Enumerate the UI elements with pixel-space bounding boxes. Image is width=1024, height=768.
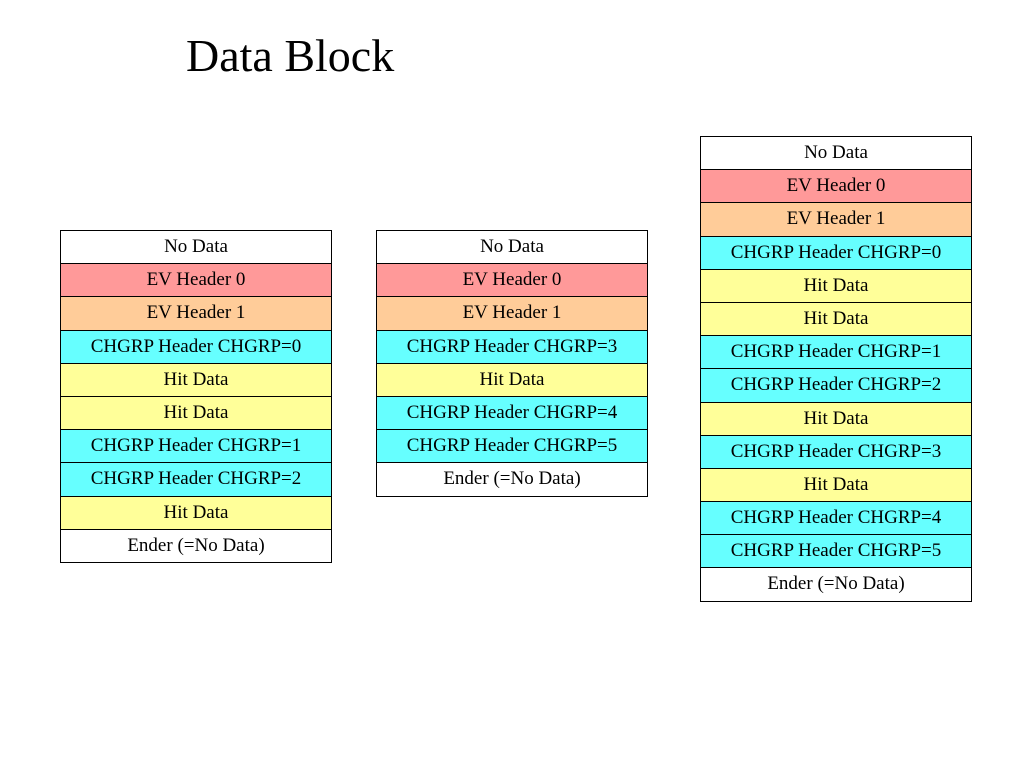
no-data-word: No Data [60, 230, 332, 265]
chgrp-header-word: CHGRP Header CHGRP=0 [60, 329, 332, 364]
chgrp-header-word: CHGRP Header CHGRP=5 [376, 429, 648, 464]
hit-data-word: Hit Data [700, 301, 972, 337]
chgrp-header-word: CHGRP Header CHGRP=1 [60, 429, 332, 464]
slide-title: Data Block [186, 30, 395, 81]
chgrp-header-word: CHGRP Header CHGRP=2 [700, 368, 972, 403]
chgrp-header-word: CHGRP Header CHGRP=4 [700, 501, 972, 536]
ev-header-0-word: EV Header 0 [60, 263, 332, 298]
chgrp-header-word: CHGRP Header CHGRP=4 [376, 395, 648, 431]
hit-data-word: Hit Data [60, 395, 332, 431]
ender-word: Ender (=No Data) [60, 528, 332, 563]
ender-word: Ender (=No Data) [700, 567, 972, 602]
chgrp-header-word: CHGRP Header CHGRP=2 [60, 462, 332, 497]
hit-data-word: Hit Data [60, 362, 332, 397]
hit-data-word: Hit Data [376, 362, 648, 397]
ev-header-1-word: EV Header 1 [700, 202, 972, 237]
chgrp-header-word: CHGRP Header CHGRP=3 [376, 329, 648, 364]
chgrp-header-word: CHGRP Header CHGRP=5 [700, 534, 972, 569]
chgrp-header-word: CHGRP Header CHGRP=0 [700, 235, 972, 270]
ender-word: Ender (=No Data) [376, 462, 648, 497]
hit-data-word: Hit Data [700, 401, 972, 436]
chgrp-header-word: CHGRP Header CHGRP=3 [700, 434, 972, 469]
no-data-word: No Data [700, 136, 972, 171]
ev-header-1-word: EV Header 1 [376, 296, 648, 331]
ev-header-0-word: EV Header 0 [376, 263, 648, 298]
chgrp-header-word: CHGRP Header CHGRP=1 [700, 335, 972, 370]
no-data-word: No Data [376, 230, 648, 265]
hit-data-word: Hit Data [60, 495, 332, 530]
hit-data-word: Hit Data [700, 467, 972, 503]
ev-header-1-word: EV Header 1 [60, 296, 332, 331]
ev-header-0-word: EV Header 0 [700, 169, 972, 204]
hit-data-word: Hit Data [700, 268, 972, 303]
